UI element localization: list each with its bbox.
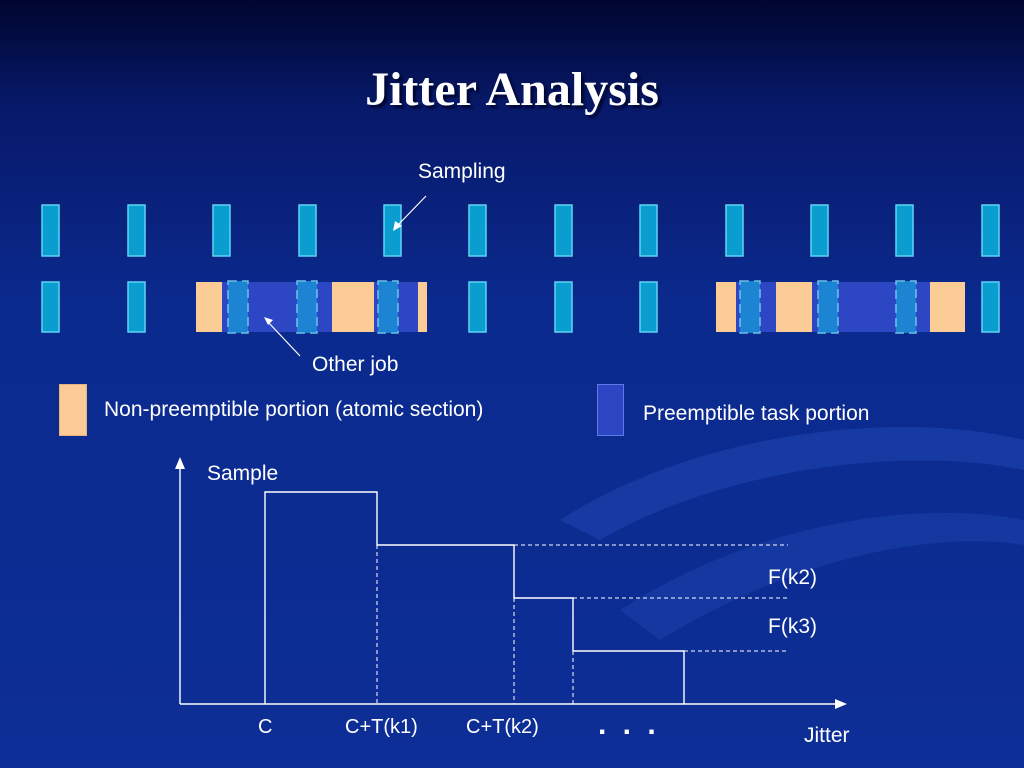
delayed-sample [817,280,839,334]
x-tick-c: C [258,716,273,738]
step-function [264,491,685,704]
delayed-sample [296,280,318,334]
sample-bar [639,204,658,257]
sample-bar [127,281,146,333]
other-job-block [716,280,965,334]
delayed-sample [895,280,917,334]
sample-bar [981,281,1000,333]
sampling-row [41,204,1000,257]
slide-title: Jitter Analysis [365,63,659,116]
execution-row [41,280,1000,334]
sample-bar [298,204,317,257]
y-axis-arrowhead [175,457,185,469]
delayed-sample [739,280,761,334]
sample-bar [810,204,829,257]
y-axis-label: Sample [207,462,279,485]
x-axis-arrowhead [835,699,847,709]
sample-bar [468,281,487,333]
other-job-block [196,280,427,334]
other-job-pointer-arrowhead [264,317,273,325]
delayed-sample [377,280,399,334]
sample-bar [383,204,402,257]
sampling-pointer-arrowhead [393,221,402,231]
step-label-f-k2: F(k2) [768,566,817,589]
legend-label-non-preemptible: Non-preemptible portion (atomic section) [104,398,484,421]
x-tick-c-t-k2: C+T(k2) [466,716,539,738]
non-preemptible-segment [332,282,374,332]
non-preemptible-segment [418,282,427,332]
sample-bar [554,204,573,257]
sample-bar [895,204,914,257]
other-job-label: Other job [312,353,399,376]
delayed-sample [227,280,249,334]
non-preemptible-segment [196,282,222,332]
sample-bar [554,281,573,333]
sample-bar [212,204,231,257]
sample-bar [468,204,487,257]
x-axis-label: Jitter [804,724,850,747]
non-preemptible-segment [930,282,965,332]
legend-swatch-preemptible [597,384,624,436]
sample-bar [41,281,60,333]
sampling-pointer [396,195,427,227]
non-preemptible-segment [716,282,736,332]
step-label-f-k3: F(k3) [768,615,817,638]
step-guides [376,544,788,704]
legend-swatch-non-preemptible [59,384,87,436]
sample-bar [127,204,146,257]
x-tick-c-t-k1: C+T(k1) [345,716,418,738]
other-job-pointer [267,321,301,357]
sampling-label: Sampling [418,160,506,183]
sample-bar [725,204,744,257]
legend-label-preemptible: Preemptible task portion [643,402,870,425]
non-preemptible-segment [776,282,812,332]
sample-bar [639,281,658,333]
x-tick-continuation: . . . [598,708,660,741]
sample-bar [41,204,60,257]
sample-bar [981,204,1000,257]
